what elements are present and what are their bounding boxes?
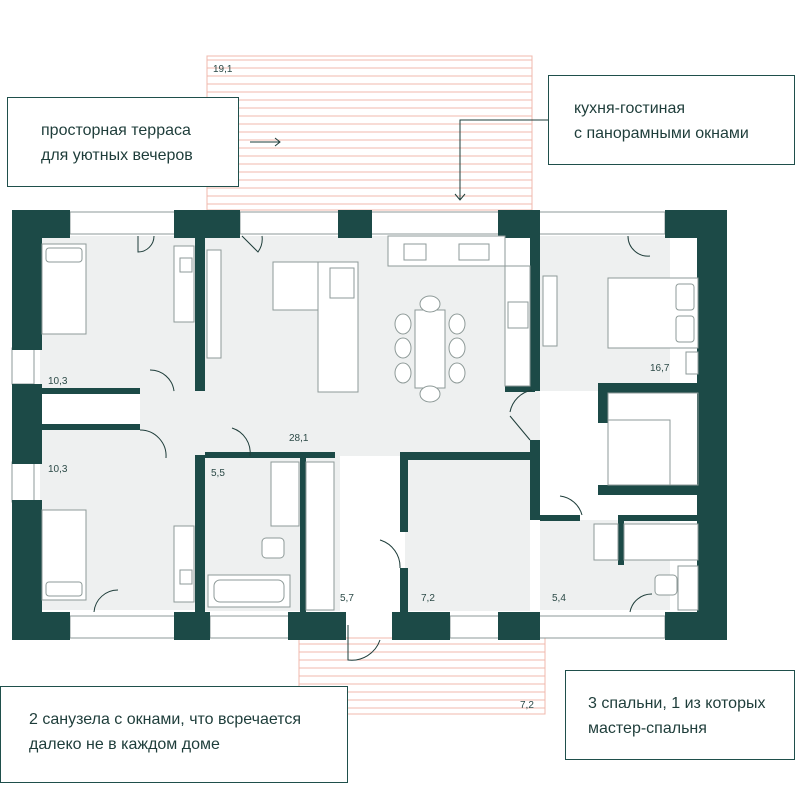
furniture xyxy=(41,235,699,611)
area-label: 5,7 xyxy=(340,593,354,604)
callout-connectors xyxy=(454,119,548,201)
area-label: 16,7 xyxy=(650,363,670,374)
doors xyxy=(93,235,653,661)
area-label: 10,3 xyxy=(48,376,68,387)
callout-line: для уютных вечеров xyxy=(41,147,193,164)
terrace-top: 19,1 xyxy=(206,55,533,211)
callout-bedrooms: 3 спальни, 1 из которых мастер-спальня xyxy=(565,670,795,760)
callout-kitchen: кухня-гостиная с панорамными окнами xyxy=(548,75,795,165)
area-label: 28,1 xyxy=(289,433,309,444)
terrace-bottom: 7,2 xyxy=(298,637,546,715)
walk-in-closet xyxy=(607,392,699,486)
walls xyxy=(12,210,727,640)
callout-line: далеко не в каждом доме xyxy=(29,736,220,753)
area-label: 5,4 xyxy=(552,593,566,604)
callout-line: мастер-спальня xyxy=(588,720,707,737)
area-label: 5,5 xyxy=(211,468,225,479)
area-label: 10,3 xyxy=(48,464,68,475)
callout-line: с панорамными окнами xyxy=(574,125,749,142)
area-label: 7,2 xyxy=(520,700,534,711)
callout-terrace: просторная терраса для уютных вечеров xyxy=(7,97,239,187)
area-label: 7,2 xyxy=(421,593,435,604)
area-labels: 10,3 10,3 28,1 5,5 16,7 5,7 7,2 5,4 xyxy=(48,363,670,604)
area-label: 19,1 xyxy=(213,64,233,75)
callout-bathrooms: 2 санузела с окнами, что всречается дале… xyxy=(0,686,348,783)
callout-line: просторная терраса xyxy=(41,122,191,139)
callout-line: кухня-гостиная xyxy=(574,100,686,117)
callout-line: 2 санузела с окнами, что всречается xyxy=(29,711,302,728)
windows xyxy=(11,211,666,639)
callout-line: 3 спальни, 1 из которых xyxy=(588,695,766,712)
room-fills xyxy=(40,236,670,611)
